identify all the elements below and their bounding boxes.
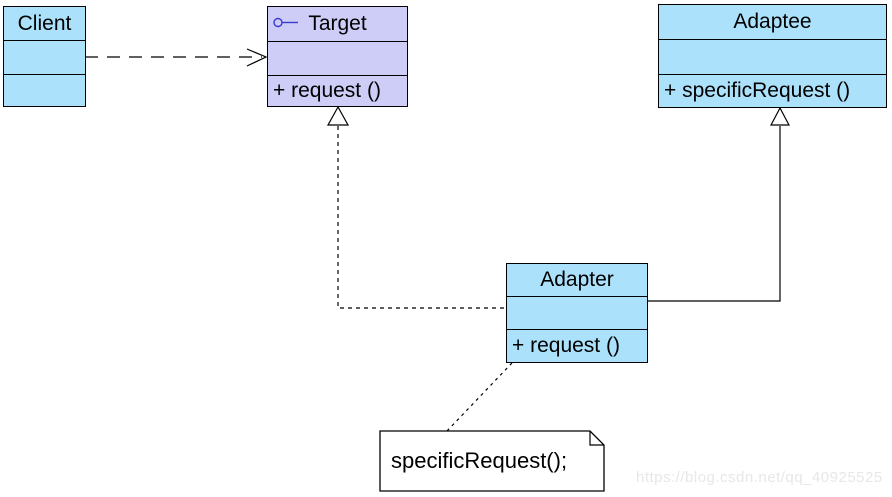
watermark: https://blog.csdn.net/qq_40925525: [636, 469, 883, 486]
class-name-adaptee: Adaptee: [733, 10, 812, 33]
class-methods-target: + request (): [268, 75, 407, 106]
class-box-adapter: Adapter + request (): [506, 263, 648, 363]
class-box-client: Client: [3, 6, 86, 107]
class-attributes-target: [268, 41, 407, 75]
note-anchor-line: [446, 362, 513, 432]
class-attributes-adapter: [507, 296, 647, 329]
class-methods-adaptee: + specificRequest (): [659, 74, 886, 107]
dependency-arrowhead-icon: [246, 48, 268, 67]
class-attributes-adaptee: [659, 39, 886, 74]
class-attributes-client: [4, 40, 85, 74]
generalization-arrowhead-icon: [770, 106, 790, 126]
class-methods-client: [4, 74, 85, 106]
realization-line: [337, 126, 505, 309]
class-name-client: Client: [17, 11, 72, 35]
note-dogear-icon: [589, 431, 604, 446]
class-box-adaptee: Adaptee + specificRequest (): [658, 4, 887, 108]
class-name-target: Target: [308, 12, 367, 35]
uml-note: [379, 430, 605, 492]
class-methods-adapter: + request (): [507, 329, 647, 362]
realization-arrowhead-icon: [326, 105, 350, 126]
class-name-adapter: Adapter: [540, 268, 614, 291]
class-box-target: Target + request (): [267, 6, 408, 107]
generalization-line: [648, 126, 781, 302]
interface-lollipop-icon: [273, 17, 298, 28]
note-text: specificRequest();: [391, 448, 568, 473]
